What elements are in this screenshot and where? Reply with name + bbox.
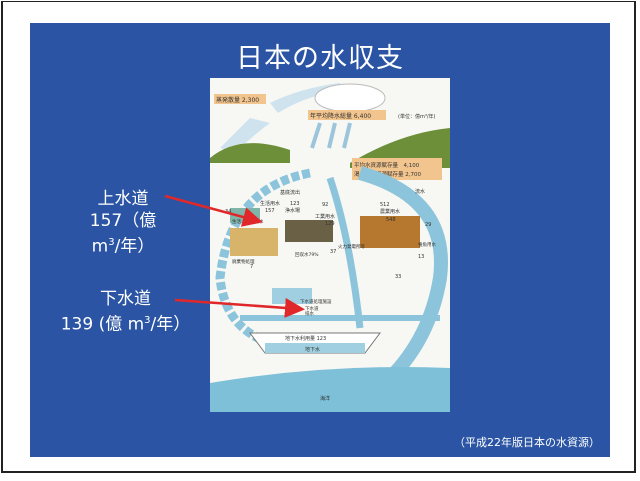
diagram-label: 排水 xyxy=(305,310,314,317)
drought-resources-label: 渇水年水資源賦存量 2,700 xyxy=(354,170,421,178)
diagram-label: 13 xyxy=(418,254,424,260)
callout-unit: （億 m xyxy=(91,211,157,257)
slide-frame xyxy=(1,1,636,473)
diagram-label: 157 xyxy=(265,208,275,214)
diagram-label: 123 xyxy=(290,201,300,207)
avg-resources-label: 平均水資源賦存量 4,100 xyxy=(354,161,420,169)
diagram-label: 浄水場 xyxy=(285,207,300,214)
slide-title: 日本の水収支 xyxy=(236,43,404,74)
diagram-label: 512 xyxy=(380,202,390,208)
water-supply-arrow xyxy=(164,194,263,227)
diagram-label: 下水道処理施設 xyxy=(300,298,332,305)
diagram-label: 流水 xyxy=(415,188,425,195)
callout-unit-suffix: /年） xyxy=(114,236,155,257)
diagram-label: 生活用水 xyxy=(260,200,280,207)
sewerage-arrow xyxy=(174,297,305,318)
diagram-label: 29 xyxy=(425,222,431,228)
callout-unit: (億 m xyxy=(93,314,145,335)
callout-unit-sup: 3 xyxy=(108,237,115,248)
callout-name: 下水道 xyxy=(100,289,151,309)
groundwater-label: 地下水 xyxy=(305,346,320,353)
diagram-label: 548 xyxy=(386,217,396,223)
diagram-label: 基底流出 xyxy=(280,189,300,196)
callout-value: 157 xyxy=(89,211,123,231)
diagram-label: 7 xyxy=(250,264,253,270)
evaporation-box xyxy=(214,94,266,104)
unit-label: (単位：億m³/年) xyxy=(398,113,436,120)
callout-value: 139 xyxy=(60,314,94,335)
diagram-label: 92 xyxy=(322,202,328,208)
diagram-label: 火力発電所等 xyxy=(338,243,365,250)
callout-name: 上水道 xyxy=(97,189,149,209)
diagram-label: 129 xyxy=(325,221,335,227)
diagram-label: 37 xyxy=(330,249,336,255)
diagram-label: 廃棄物処理 xyxy=(232,258,255,265)
water-balance-diagram: 蒸発散量 2,300 年平均降水総量 6,400 (単位：億m³/年) 平均水資… xyxy=(210,78,450,412)
groundwater-use-label: 地下水利用量 123 xyxy=(285,335,326,342)
evaporation-label: 蒸発散量 2,300 xyxy=(216,96,259,104)
callout-sewerage: 下水道 139 (億 m3/年） xyxy=(58,288,193,336)
callout-water-supply: 上水道 157（億 m3/年） xyxy=(58,188,188,258)
precipitation-box xyxy=(308,110,386,120)
diagram-label: 養魚用水 xyxy=(418,241,436,248)
precipitation-label: 年平均降水総量 6,400 xyxy=(310,112,371,120)
diagram-label: 33 xyxy=(395,274,401,280)
callout-unit-sup: 3 xyxy=(144,315,151,326)
callout-unit-suffix: /年） xyxy=(150,314,191,335)
diagram-label: 工業用水 xyxy=(315,213,335,220)
ocean-label: 海洋 xyxy=(320,395,330,402)
diagram-label: 下水道 xyxy=(305,305,319,312)
source-citation: （平成22年版日本の水資源） xyxy=(454,436,600,449)
diagram-label: 農業用水 xyxy=(380,208,400,215)
diagram-label: 回収水79% xyxy=(295,251,319,258)
